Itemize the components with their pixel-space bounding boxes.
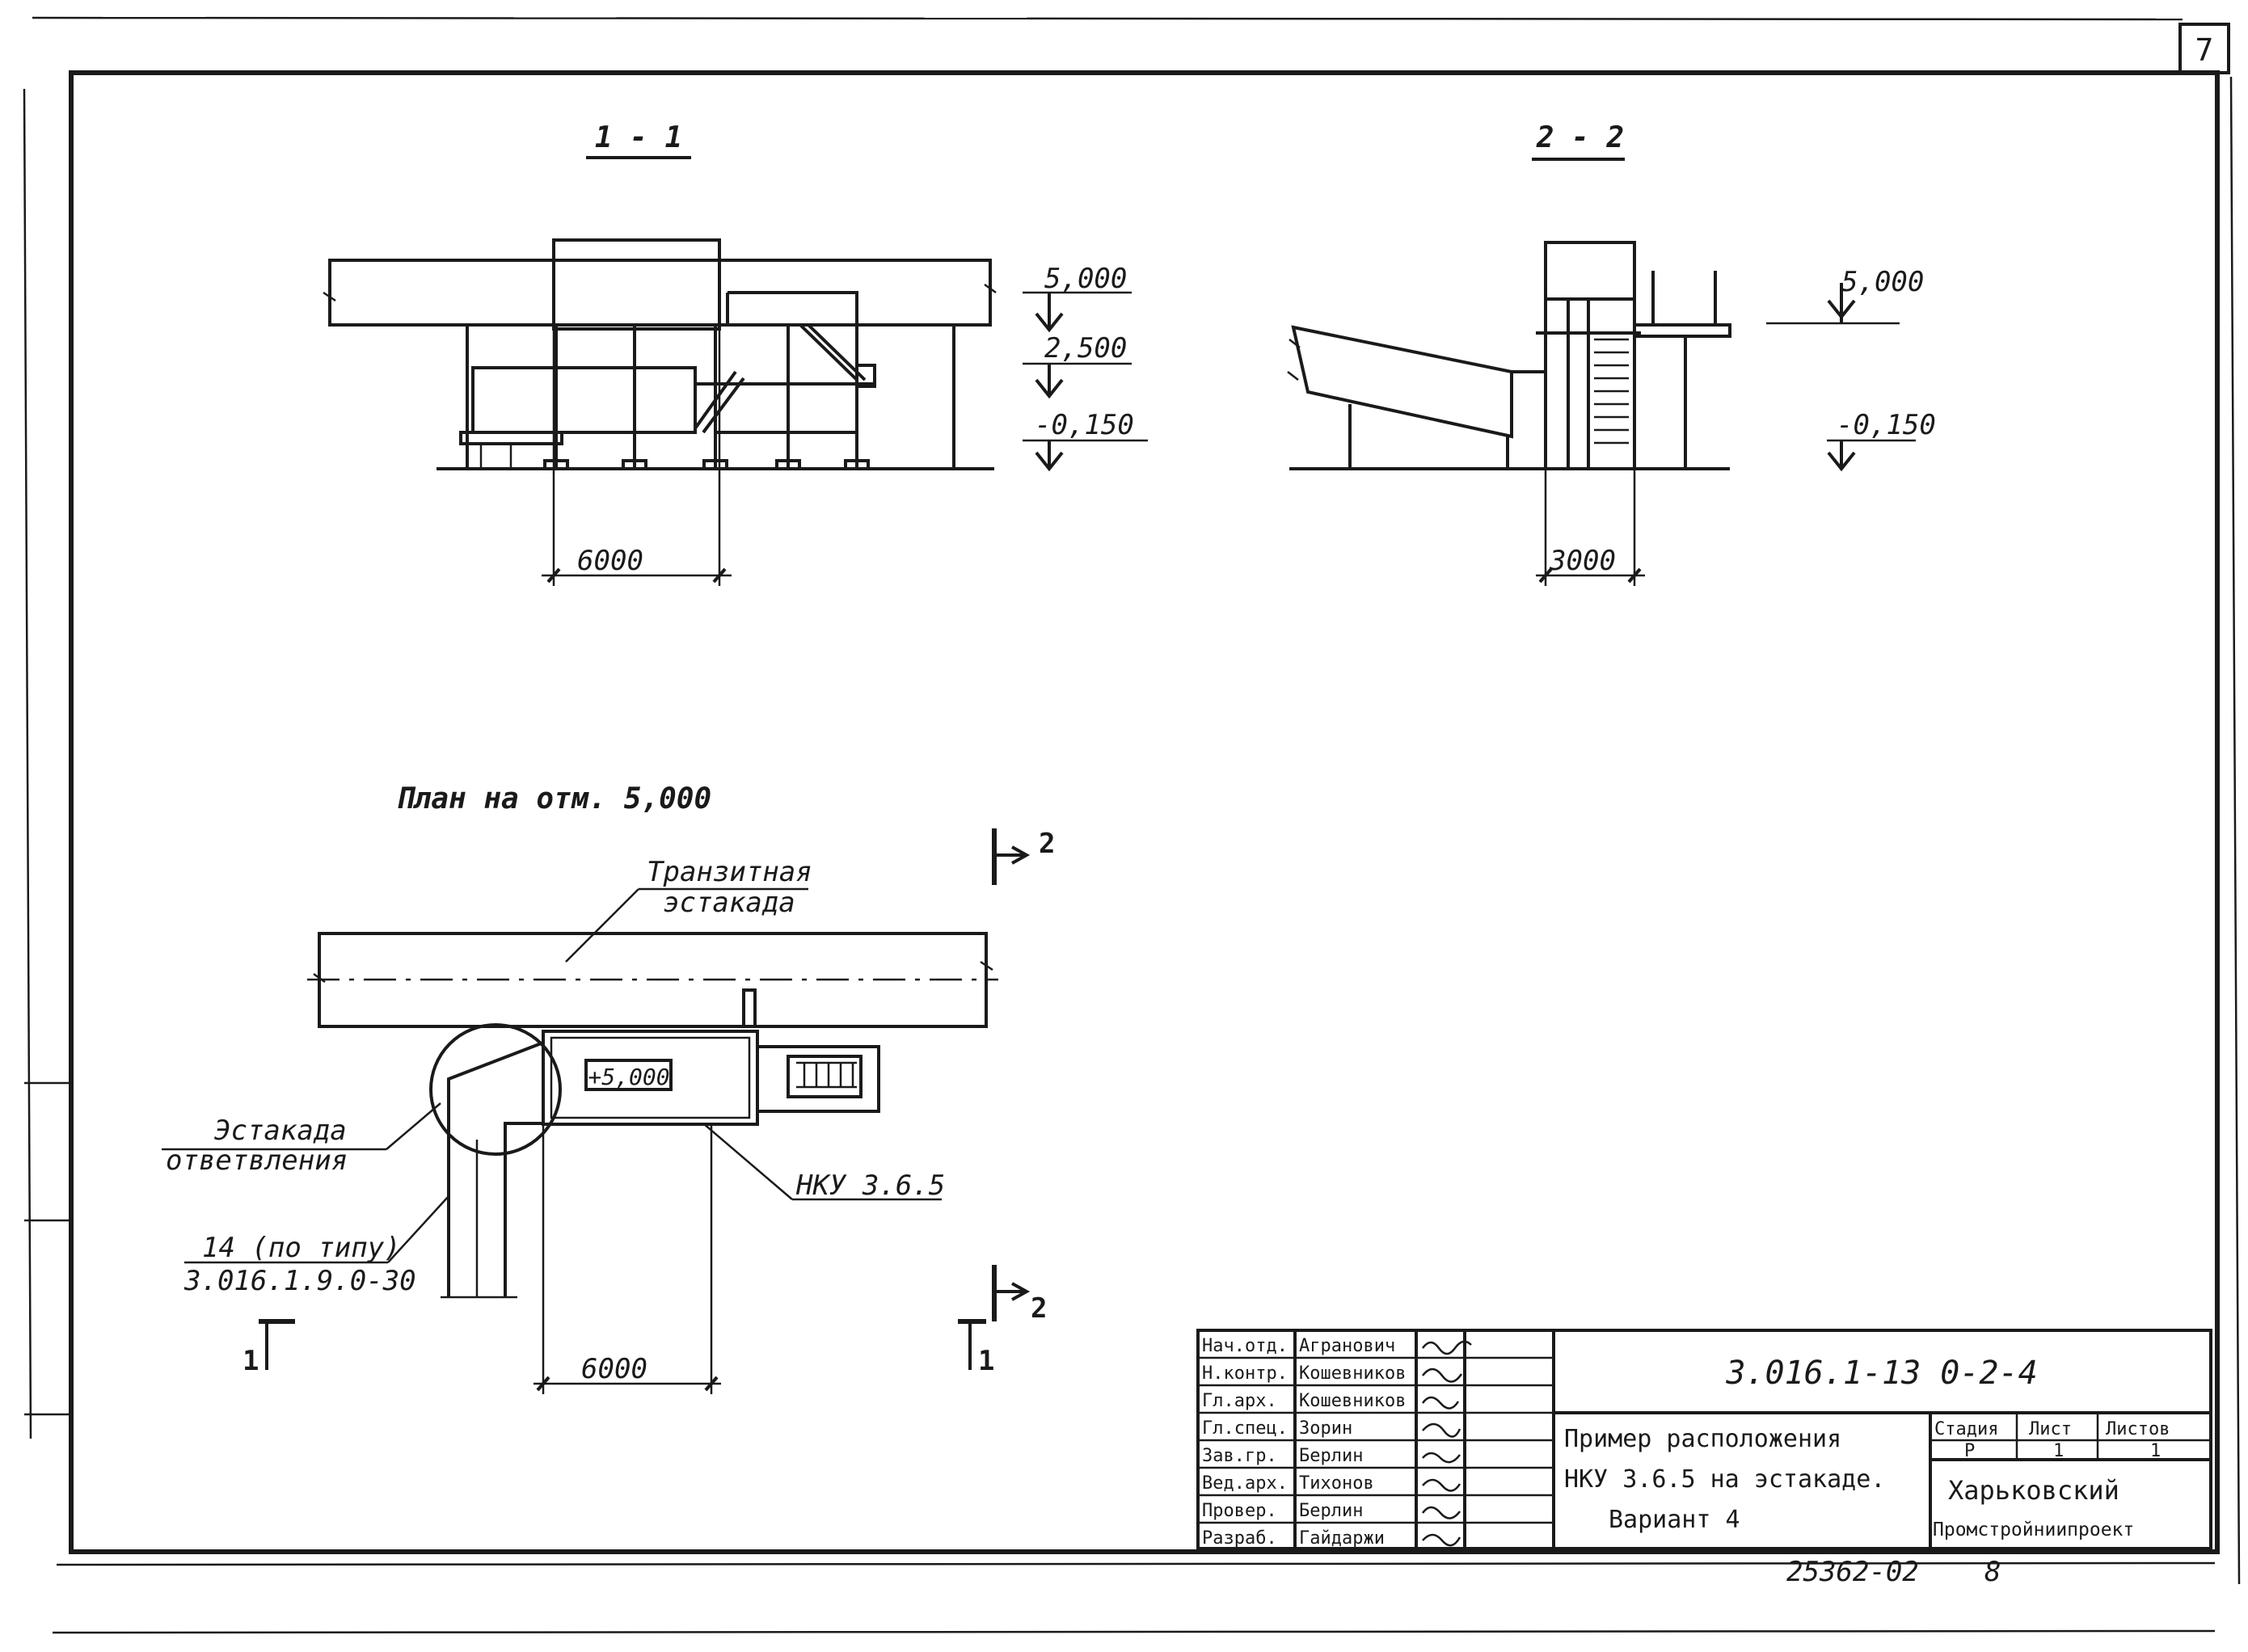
sheet-frame: 7 (23, 16, 2241, 1634)
branch-label-1: Эстакада (214, 1115, 347, 1147)
plan-view: План на отм. 5,000 Транзитная эстакада +… (162, 782, 1055, 1394)
section-2-title: 2 - 2 (1536, 121, 1624, 154)
section-2-dimension: 3000 (1549, 545, 1616, 577)
plan-ref-label-2: 3.016.1.9.0-30 (183, 1265, 416, 1297)
section-1-dimension: 6000 (577, 545, 643, 577)
signatures (1421, 1340, 1472, 1547)
plan-ref-label-1: 14 (по типу) (202, 1232, 401, 1264)
tb-name-4: Берлин (1299, 1446, 1363, 1466)
tb-name-6: Берлин (1299, 1501, 1363, 1521)
tb-name-2: Кошевников (1299, 1391, 1406, 1411)
tb-role-6: Провер. (1202, 1501, 1277, 1521)
tb-description-1: Пример расположения (1564, 1425, 1841, 1453)
tb-description-2: НКУ 3.6.5 на эстакаде. (1564, 1465, 1885, 1494)
cut-mark-1-left: 1 (243, 1345, 259, 1377)
footer-page: 8 (1984, 1556, 2001, 1588)
cut-mark-2-bottom: 2 (1031, 1292, 1047, 1325)
section-1-title: 1 - 1 (595, 121, 682, 154)
title-block: Нач.отд. Агранович Н.контр. Кошевников Г… (1196, 1329, 2212, 1588)
cut-mark-1-right: 1 (978, 1345, 994, 1377)
tb-name-0: Агранович (1299, 1336, 1395, 1356)
tb-stage: Р (1964, 1441, 1975, 1461)
tb-role-0: Нач.отд. (1202, 1336, 1288, 1356)
section-1-elev-mid: 2,500 (1044, 332, 1127, 365)
tb-col-sheet: Лист (2029, 1419, 2072, 1439)
tb-role-1: Н.контр. (1202, 1363, 1288, 1384)
ladder (1594, 338, 1629, 445)
transit-label-1: Транзитная (647, 856, 812, 888)
tb-col-stage: Стадия (1934, 1419, 1998, 1439)
tb-role-7: Разраб. (1202, 1528, 1277, 1549)
tb-name-7: Гайдаржи (1299, 1528, 1385, 1549)
section-1-1: 1 - 1 (323, 121, 1148, 586)
section-2-2: 2 - 2 (1287, 121, 1936, 586)
tb-sheets: 1 (2150, 1441, 2161, 1461)
plan-dimension: 6000 (581, 1353, 647, 1385)
footer-number: 25362-02 (1786, 1556, 1919, 1588)
plan-unit-label: НКУ 3.6.5 (795, 1169, 945, 1202)
tb-col-sheets: Листов (2106, 1419, 2170, 1439)
cut-mark-2-top: 2 (1039, 828, 1055, 860)
tb-role-3: Гл.спец. (1202, 1418, 1288, 1439)
page-corner-number: 7 (2195, 32, 2214, 68)
tb-code: 3.016.1-13 0-2-4 (1725, 1355, 2037, 1392)
section-2-elev-top: 5,000 (1841, 266, 1924, 298)
tb-description-3: Вариант 4 (1609, 1506, 1740, 1534)
tb-role-5: Вед.арх. (1202, 1473, 1288, 1494)
tb-role-4: Зав.гр. (1202, 1446, 1277, 1466)
plan-box-elevation: +5,000 (588, 1064, 669, 1090)
section-1-elev-top: 5,000 (1044, 263, 1127, 295)
tb-sheet: 1 (2053, 1441, 2064, 1461)
tb-org-1: Харьковский (1948, 1475, 2119, 1506)
transit-label-2: эстакада (663, 887, 795, 919)
tb-name-5: Тихонов (1299, 1473, 1374, 1494)
plan-title: План на отм. 5,000 (396, 782, 711, 815)
section-2-elev-bottom: -0,150 (1837, 409, 1936, 441)
tb-role-2: Гл.арх. (1202, 1391, 1277, 1411)
tb-name-3: Зорин (1299, 1418, 1352, 1439)
tb-name-1: Кошевников (1299, 1363, 1406, 1384)
section-1-elev-bottom: -0,150 (1035, 409, 1134, 441)
tb-org-2: Промстройниипроект (1933, 1519, 2134, 1540)
